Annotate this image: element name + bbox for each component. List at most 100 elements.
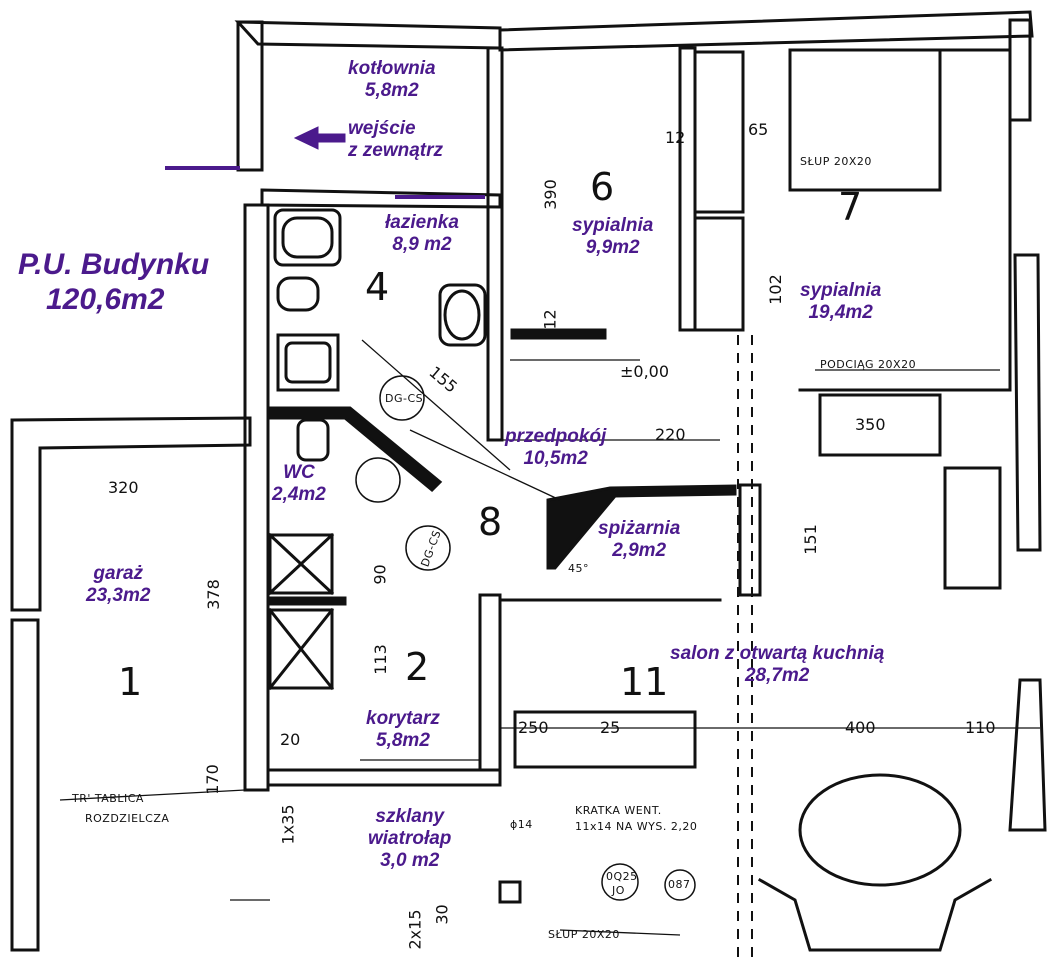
box-a <box>268 533 334 595</box>
note-kratka-1: KRATKA WENT. <box>575 804 662 817</box>
room-number-4: 4 <box>365 265 390 309</box>
dim-378: 378 <box>203 579 223 610</box>
kotlownia-area: 5,8m2 <box>364 79 419 101</box>
przedpokoj-name: przedpokój <box>505 426 607 447</box>
title-line-2: 120,6m2 <box>46 282 165 316</box>
bedroom6-right <box>678 46 697 332</box>
wall-left-boiler <box>236 20 264 172</box>
wiatrolap-area: 3,0 m2 <box>380 849 440 871</box>
dim-113: 113 <box>370 644 390 675</box>
title-line-1: P.U. Budynku <box>18 248 210 281</box>
note-podciag: PODCIĄG 20X20 <box>820 358 917 371</box>
wall-boiler-bottom <box>260 188 502 209</box>
dim-1x35: 1x35 <box>278 804 298 845</box>
entrance-arrow <box>293 126 346 150</box>
label-przedpokoj: przedpokój 10,5m2 <box>505 426 606 470</box>
chimney-2 <box>405 525 451 571</box>
bed-7 <box>788 48 942 192</box>
wall-outer-top-right <box>498 10 1034 52</box>
label-garaz: garaż 23,3m2 <box>86 563 150 607</box>
sypialnia6-area: 9,9m2 <box>585 236 640 258</box>
garaz-name: garaż <box>93 563 144 584</box>
dim-250: 250 <box>518 718 549 737</box>
note-angle: 45° <box>568 562 589 575</box>
sofa-side <box>943 466 1002 590</box>
dim-151: 151 <box>800 524 820 555</box>
dim-170: 170 <box>202 764 222 795</box>
wall-right-bottom <box>1008 678 1047 832</box>
room-number-8: 8 <box>478 500 503 544</box>
przedpokoj-area: 10,5m2 <box>523 447 588 469</box>
lazienka-area: 8,9 m2 <box>392 233 452 255</box>
note-dgcs-1: DG-CS <box>385 392 424 405</box>
wall-outer-top <box>234 20 502 50</box>
sypialnia7-area: 19,4m2 <box>808 301 873 323</box>
note-slup-bottom: SŁUP 20X20 <box>548 928 620 941</box>
spizarnia-name: spiżarnia <box>598 518 681 539</box>
label-sypialnia-6: sypialnia 9,9m2 <box>572 215 653 259</box>
bedroom6-bottom <box>510 328 607 340</box>
kotlownia-name: kotłownia <box>348 58 436 79</box>
column-right <box>738 483 762 597</box>
chimney-1 <box>379 375 425 421</box>
corridor-right <box>478 593 502 772</box>
wc-toilet <box>296 418 330 462</box>
sink-basin <box>443 289 481 341</box>
dim-20: 20 <box>280 730 301 749</box>
wc-walls <box>266 406 443 493</box>
sypialnia7-name: sypialnia <box>800 280 882 301</box>
box-b <box>268 608 334 690</box>
wc-bottom <box>266 596 347 606</box>
dim-30: 30 <box>432 904 452 925</box>
note-jo: JO <box>612 884 625 897</box>
note-slup-top: SŁUP 20X20 <box>800 155 872 168</box>
note-zero-level: ±0,00 <box>620 362 670 381</box>
wiatrolap-line-2: wiatrołap <box>368 827 452 849</box>
toilet-bath <box>276 276 320 312</box>
kitchen-counter <box>513 710 697 769</box>
note-tablica-1: TR' TABLICA <box>72 792 144 805</box>
dim-12b: 12 <box>540 309 560 330</box>
note-oq25: 0Q25 <box>606 870 638 883</box>
lazienka-name: łazienka <box>385 212 459 233</box>
sofa <box>818 393 942 457</box>
note-fi14: ϕ14 <box>510 818 533 831</box>
wall-garage-top <box>10 416 252 612</box>
sypialnia6-name: sypialnia <box>572 215 654 236</box>
wall-right-lower <box>1013 253 1042 552</box>
dim-90: 90 <box>370 564 390 585</box>
shower <box>276 333 340 392</box>
dim-25: 25 <box>600 718 621 737</box>
bedroom7-inner <box>798 48 1012 392</box>
bathtub-inner <box>281 216 334 259</box>
dim-65: 65 <box>748 120 769 139</box>
spizarnia-area: 2,9m2 <box>612 539 667 561</box>
closet-top <box>693 50 745 214</box>
wc-name: WC <box>283 462 315 483</box>
wall-left-column <box>243 203 270 792</box>
dining-table <box>798 773 962 887</box>
label-lazienka: łazienka 8,9 m2 <box>385 212 459 256</box>
room-number-6: 6 <box>590 165 615 209</box>
korytarz-name: korytarz <box>366 708 440 729</box>
building-area-title: P.U. Budynku 120,6m2 <box>18 248 209 317</box>
dim-110: 110 <box>965 718 996 737</box>
closet-bottom <box>693 216 745 332</box>
label-wiatrolap: szklany wiatrołap 3,0 m2 <box>368 806 451 872</box>
label-korytarz: korytarz 5,8m2 <box>366 708 440 752</box>
salon-name: salon z otwartą kuchnią <box>670 643 885 664</box>
note-tablica-2: ROZDZIELCZA <box>85 812 170 825</box>
garaz-area: 23,3m2 <box>86 584 151 606</box>
note-o87: 087 <box>668 878 691 891</box>
label-wc: WC 2,4m2 <box>272 462 326 506</box>
bay-window <box>757 877 993 952</box>
korytarz-area: 5,8m2 <box>376 729 430 751</box>
wall-garage-left <box>10 618 40 952</box>
wejscie-line-1: wejście <box>348 118 416 139</box>
entry-wall <box>266 768 502 787</box>
dim-400: 400 <box>845 718 876 737</box>
room-number-7: 7 <box>838 185 863 229</box>
dim-2x15: 2x15 <box>405 909 425 950</box>
wiatrolap-line-1: szklany <box>375 806 445 827</box>
